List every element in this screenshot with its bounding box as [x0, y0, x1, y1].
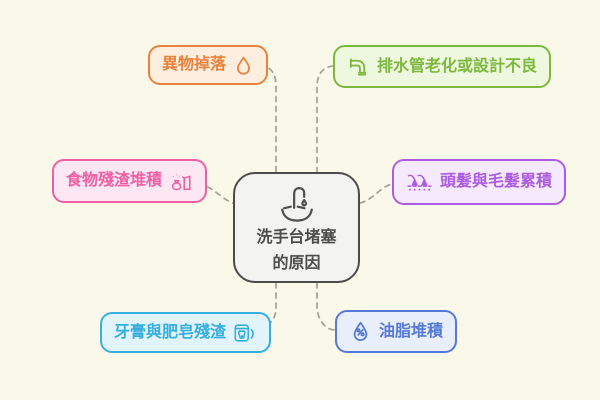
water-drop-icon — [236, 56, 251, 75]
node-grease-buildup-label: 油脂堆積 — [379, 322, 444, 340]
center-title-line1: 洗手台堵塞 — [256, 228, 337, 246]
center-title-line2: 的原因 — [272, 254, 321, 272]
hair-icon — [407, 174, 432, 191]
node-foreign-object-drop-label: 異物掉落 — [162, 56, 227, 73]
connector-top-right — [316, 65, 334, 173]
center-node-sink-clog-causes: 洗手台堵塞 的原因 — [233, 172, 360, 283]
node-foreign-object-drop: 異物掉落 — [148, 45, 269, 85]
food-waste-icon — [171, 173, 191, 190]
toothpaste-icon — [234, 323, 254, 342]
node-food-residue-label: 食物殘渣堆積 — [66, 172, 163, 189]
connector-bottom-right — [316, 282, 336, 331]
pipe-icon — [349, 58, 367, 76]
sink-icon — [280, 186, 313, 222]
node-toothpaste-soap-residue-label: 牙膏與肥皂殘渣 — [114, 323, 227, 341]
node-drain-pipe-aging-label: 排水管老化或設計不良 — [377, 57, 538, 75]
oil-drop-icon — [353, 321, 368, 341]
node-drain-pipe-aging: 排水管老化或設計不良 — [333, 45, 552, 88]
node-toothpaste-soap-residue: 牙膏與肥皂殘渣 — [100, 312, 272, 353]
node-hair-accumulation: 頭髮與毛髮累積 — [392, 159, 567, 205]
node-hair-accumulation-label: 頭髮與毛髮累積 — [440, 173, 553, 190]
node-grease-buildup: 油脂堆積 — [335, 310, 458, 353]
node-food-residue: 食物殘渣堆積 — [52, 159, 208, 203]
connector-middle-right — [359, 183, 393, 204]
